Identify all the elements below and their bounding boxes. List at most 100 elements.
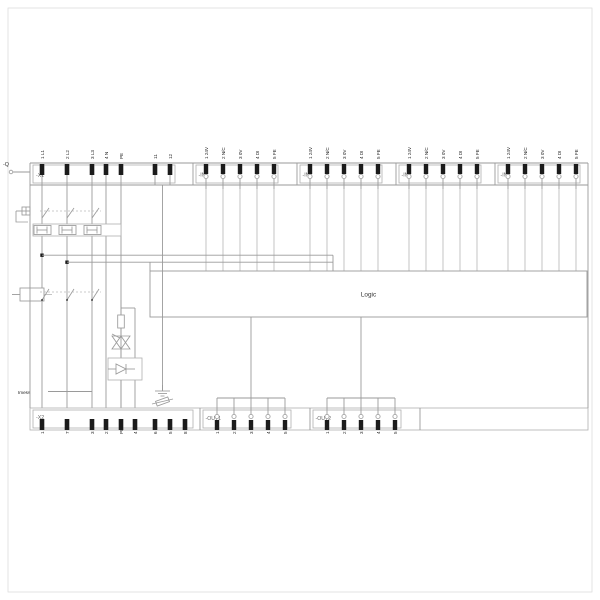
x2-terminal-3[interactable]: 3 L3 <box>89 419 95 434</box>
pin-in3-4[interactable]: 4 DI <box>457 151 463 189</box>
pin-out2-2[interactable]: 2 N/C <box>341 398 347 434</box>
logic-block[interactable]: Logic <box>149 270 588 318</box>
x2-terminal-4[interactable]: 2 N <box>103 419 109 434</box>
optocoupler[interactable] <box>107 357 143 408</box>
svg-text:1 L1: 1 L1 <box>40 425 45 434</box>
pin-block <box>220 164 226 174</box>
svg-text:5 FE: 5 FE <box>574 149 579 159</box>
svg-text:4 DI: 4 DI <box>255 151 260 159</box>
svg-text:-X1: -X1 <box>36 173 44 179</box>
pin-ring <box>237 173 243 179</box>
pin-out2-1[interactable]: 1 N/C <box>324 398 330 434</box>
x1-terminal-2[interactable]: 2 L2 <box>64 150 70 185</box>
x1-terminal-7[interactable]: 12 <box>167 153 173 185</box>
switch-blade-1 <box>41 207 50 219</box>
pin-out1-2[interactable]: 2 N/C <box>231 398 237 434</box>
pin-ring <box>231 413 237 419</box>
pin-in2-2[interactable]: 2 N/C <box>324 147 330 189</box>
pin-ring <box>307 173 313 179</box>
pin-out2-4[interactable]: 4 DO <box>375 398 381 434</box>
fuse-3[interactable] <box>83 225 102 235</box>
pin-ring <box>573 173 579 179</box>
pin-in1-1[interactable]: 1 24V <box>203 146 209 189</box>
pin-in1-2[interactable]: 2 N/C <box>220 147 226 189</box>
x2-terminal-2[interactable]: 7 L2 <box>64 419 70 434</box>
pin-in3-3[interactable]: 3 0V <box>440 149 446 189</box>
pin-block <box>282 420 288 430</box>
x1-terminal-6[interactable]: 11 <box>152 154 158 185</box>
terminal-block-x2: -X2 <box>29 407 589 431</box>
svg-text:7 L2: 7 L2 <box>65 425 70 434</box>
x1-terminal-1[interactable]: 1 L1 <box>39 150 45 185</box>
x2-terminal-9[interactable]: 8 T2 <box>182 419 188 434</box>
pin-in1-4[interactable]: 4 DI <box>254 151 260 189</box>
pin-in4-1[interactable]: 1 24V <box>505 146 511 189</box>
svg-text:1 N/C: 1 N/C <box>215 422 220 434</box>
svg-text:2 N/C: 2 N/C <box>523 147 528 159</box>
contact-blade-2 <box>66 288 75 301</box>
pin-out2-3[interactable]: 3 0V <box>358 398 364 434</box>
svg-text:-IN2: -IN2 <box>303 173 313 179</box>
x1-terminal-4[interactable]: 4 N <box>103 152 109 185</box>
pin-out1-1[interactable]: 1 N/C <box>214 398 220 434</box>
pin-out1-5[interactable]: 5 FE <box>282 398 288 434</box>
svg-text:5 FE: 5 FE <box>283 424 288 434</box>
pin-in4-3[interactable]: 3 0V <box>539 149 545 189</box>
terminal-pin <box>39 164 45 175</box>
svg-text:2 N/C: 2 N/C <box>424 147 429 159</box>
pin-ring <box>341 173 347 179</box>
pin-block <box>358 420 364 430</box>
pin-in3-5[interactable]: 5 FE <box>474 149 480 189</box>
pin-ring <box>440 173 446 179</box>
pin-ring <box>248 413 254 419</box>
pin-block <box>307 164 313 174</box>
svg-text:-IN3: -IN3 <box>402 173 412 179</box>
pin-in3-2[interactable]: 2 N/C <box>423 147 429 189</box>
contact-pivot-3 <box>91 299 93 301</box>
fuse-2[interactable] <box>58 225 77 235</box>
terminal-pin <box>39 419 45 430</box>
x2-terminal-6[interactable]: 4 BO <box>132 419 138 434</box>
x1-terminal-5[interactable]: PE <box>118 153 124 185</box>
pin-in1-3[interactable]: 3 0V <box>237 149 243 189</box>
connector-in4: -IN4 <box>497 164 581 184</box>
pin-block <box>474 164 480 174</box>
triac-gate <box>111 333 121 339</box>
terminal-pin <box>103 419 109 430</box>
junction-nodes <box>40 253 334 271</box>
pin-ring <box>375 413 381 419</box>
x2-terminal-5[interactable]: PE <box>118 419 124 434</box>
supply-device-marker: -Q <box>3 162 30 175</box>
pin-in1-5[interactable]: 5 FE <box>271 149 277 189</box>
pin-out1-3[interactable]: 3 0V <box>248 398 254 434</box>
x2-terminal-1[interactable]: 1 L1 <box>39 419 45 434</box>
pin-in4-4[interactable]: 4 DI <box>556 151 562 189</box>
contact-blade-1 <box>41 288 50 301</box>
pin-in3-1[interactable]: 1 24V <box>406 146 412 189</box>
x2-terminal-7[interactable]: 6 BO <box>152 419 158 434</box>
pin-ring <box>341 413 347 419</box>
thermistor-symbol <box>151 396 174 407</box>
svg-text:3 0V: 3 0V <box>342 149 347 159</box>
svg-text:5 FE: 5 FE <box>475 149 480 159</box>
pin-ring <box>324 173 330 179</box>
pin-block <box>324 420 330 430</box>
pin-in2-1[interactable]: 1 24V <box>307 146 313 189</box>
pin-out2-5[interactable]: 5 FE <box>392 398 398 434</box>
pin-ring <box>324 413 330 419</box>
pin-block <box>203 164 209 174</box>
pin-ring <box>539 173 545 179</box>
x2-terminal-8[interactable]: 5 T1 <box>167 419 173 434</box>
svg-text:5 FE: 5 FE <box>376 149 381 159</box>
pin-in4-2[interactable]: 2 N/C <box>522 147 528 189</box>
contactor[interactable] <box>12 287 101 302</box>
fuse-1[interactable] <box>33 225 52 235</box>
pin-in2-3[interactable]: 3 0V <box>341 149 347 189</box>
pin-in2-5[interactable]: 5 FE <box>375 149 381 189</box>
pin-in2-4[interactable]: 4 DI <box>358 151 364 189</box>
pin-ring <box>254 173 260 179</box>
pin-out1-4[interactable]: 4 DO <box>265 398 271 434</box>
x1-terminal-3[interactable]: 3 L3 <box>89 150 95 185</box>
pin-in4-5[interactable]: 5 FE <box>573 149 579 189</box>
